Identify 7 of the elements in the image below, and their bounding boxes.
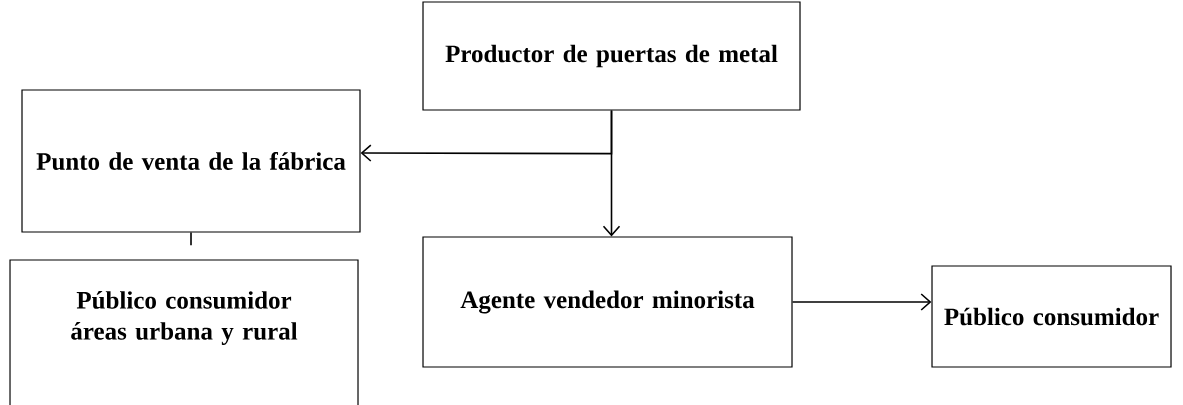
process-box: Productor de puertas de metal (422, 1, 801, 111)
process-box: Punto de venta de la fábrica (21, 89, 361, 233)
process-box: Público consumidor áreas urbana y rural (9, 259, 359, 405)
arrow (602, 109, 621, 237)
process-box: Agente vendedor minorista (422, 236, 793, 368)
process-box: Público consumidor (931, 265, 1172, 368)
arrow (791, 293, 932, 311)
